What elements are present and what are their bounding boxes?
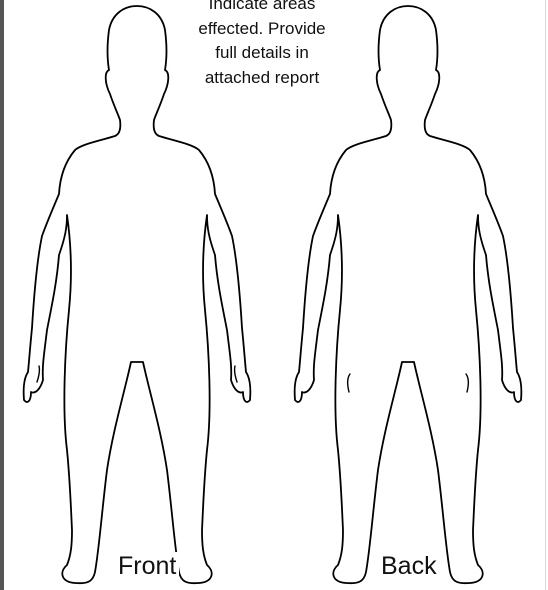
instruction-line-2: effected. Provide — [172, 17, 352, 42]
instruction-line-1: Indicate areas — [172, 0, 352, 17]
back-right-hand-detail — [466, 374, 468, 392]
back-label: Back — [378, 552, 440, 581]
back-left-hand-detail — [348, 374, 350, 392]
instruction-line-4: attached report — [172, 66, 352, 91]
front-left-thumb — [37, 366, 39, 382]
front-figure — [24, 6, 251, 583]
back-figure — [295, 6, 522, 583]
back-body-outline — [295, 6, 522, 583]
front-label: Front — [115, 552, 179, 581]
instruction-line-3: full details in — [172, 41, 352, 66]
front-right-thumb — [235, 366, 237, 382]
front-body-outline — [24, 6, 251, 583]
instruction-text: Indicate areas effected. Provide full de… — [170, 0, 354, 90]
